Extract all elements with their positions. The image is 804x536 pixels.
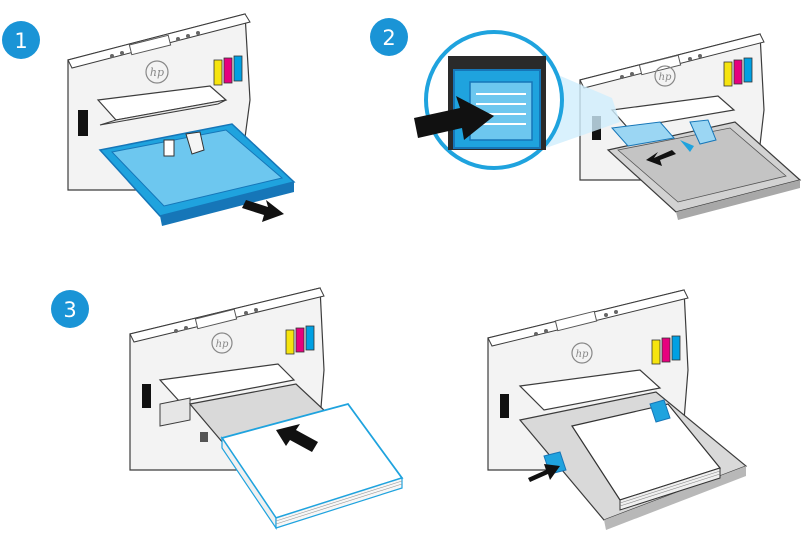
ink-tanks [723,57,753,87]
step-1-number: 1 [14,29,27,53]
svg-text:hp: hp [216,339,229,350]
guide-zoom-callout [414,30,620,170]
input-tray-extended [98,123,296,226]
step-1-badge: 1 [2,21,40,59]
pull-out-arrow [242,200,284,222]
paper-stack-inserting [220,402,404,530]
control-panel [174,308,258,333]
printer-step-3: hp [129,287,404,530]
guide-slide-arrow [646,150,676,166]
zoom-lens [424,30,564,170]
hp-logo: hp [571,342,593,364]
step-3-number: 3 [63,298,76,322]
svg-text:hp: hp [576,349,589,360]
ink-tanks [285,325,315,355]
step-2-panel: 2 hp [370,18,802,220]
insert-paper-arrow [276,424,318,452]
printer-step-1: hp [67,13,296,226]
step-3-badge: 3 [51,290,89,328]
step-3-panel: 3 hp [51,287,404,530]
hp-logo: hp [654,65,676,87]
adjust-guide-arrow [528,464,560,482]
hp-logo: hp [145,60,169,84]
svg-text:hp: hp [659,72,672,83]
hp-logo: hp [211,332,233,354]
svg-text:hp: hp [150,66,164,79]
step-1-panel: 1 hp [2,13,296,226]
control-panel [534,310,618,336]
step-4-panel: hp [487,289,748,530]
ink-tanks [651,335,681,365]
paper-stack-loaded [571,403,722,511]
control-panel [620,54,702,79]
printer-step-4: hp [487,289,748,530]
squeeze-arrow [414,96,494,140]
printer-step-2: hp [579,33,802,220]
step-2-number: 2 [382,26,395,50]
ink-tanks [213,55,243,86]
step-2-badge: 2 [370,18,408,56]
control-panel [110,31,200,58]
